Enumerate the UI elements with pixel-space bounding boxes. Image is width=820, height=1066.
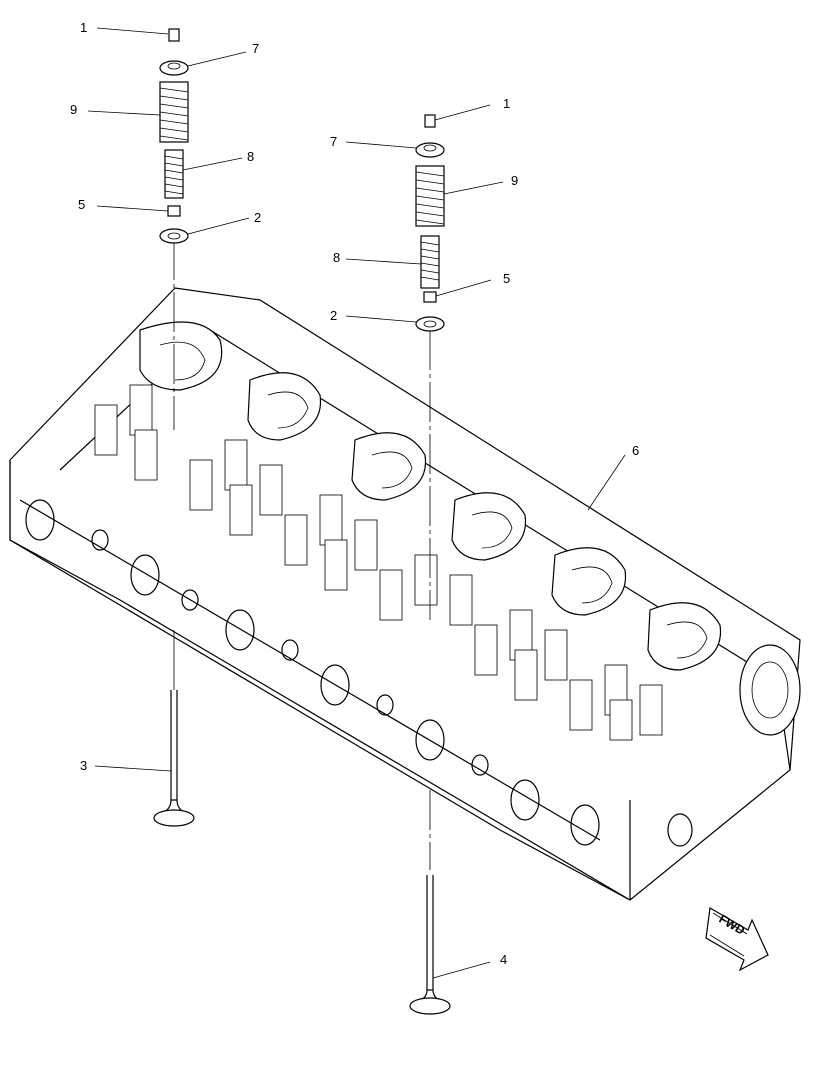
cam-towers [139,321,722,671]
outer-spring-left [159,81,189,143]
callout-left-7: 7 [252,41,259,56]
left-valve-stack [153,28,195,827]
valve-seal-left [167,205,181,217]
port-holes [25,499,693,847]
valve-seal-right [423,291,437,303]
valve-4 [409,875,451,1015]
callouts: 1 7 9 8 5 2 3 1 7 9 8 5 2 4 6 [70,20,639,967]
installed-valve-springs [94,384,663,741]
spring-retainer-left [159,60,189,76]
cylinder-head [9,287,801,901]
callout-left-5: 5 [78,197,85,212]
inner-spring-left [164,149,184,199]
callout-right-5: 5 [503,271,510,286]
callout-right-4: 4 [500,952,507,967]
callout-right-8: 8 [333,250,340,265]
callout-right-2: 2 [330,308,337,323]
valve-keeper-left [168,28,180,42]
right-valve-stack [409,114,451,1015]
leader-lines [87,27,626,979]
spring-retainer-right [415,142,445,158]
forward-arrow-icon: FWD [705,907,769,972]
spring-washer-right [415,316,445,332]
inner-spring-right [420,235,440,289]
callout-right-6: 6 [632,443,639,458]
callout-right-7: 7 [330,134,337,149]
valve-keeper-right [424,114,436,128]
callout-right-1: 1 [503,96,510,111]
valve-3 [153,690,195,827]
spring-washer-left [159,228,189,244]
callout-right-9: 9 [511,173,518,188]
outer-spring-right [415,165,445,227]
callout-left-8: 8 [247,149,254,164]
callout-left-2: 2 [254,210,261,225]
callout-left-1: 1 [80,20,87,35]
callout-left-3: 3 [80,758,87,773]
callout-left-9: 9 [70,102,77,117]
